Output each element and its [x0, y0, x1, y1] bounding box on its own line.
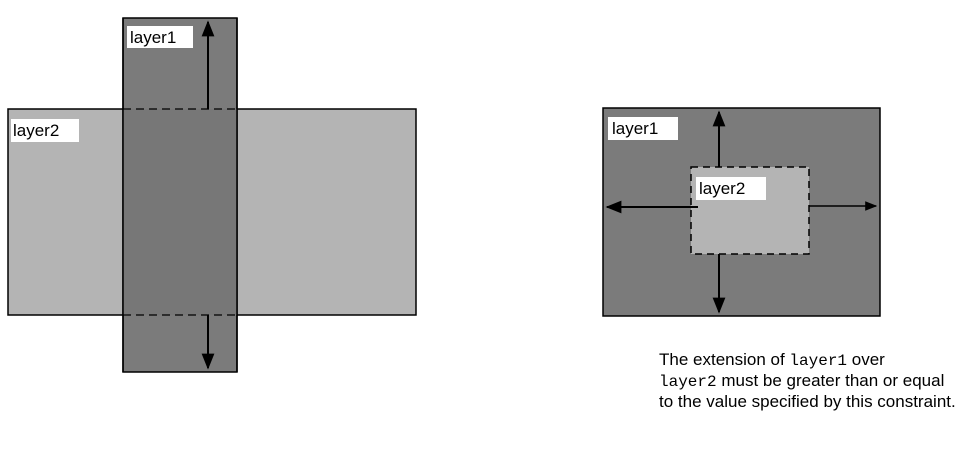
caption-text: over	[847, 350, 885, 369]
right-layer1-label: layer1	[612, 119, 658, 138]
left-diagram: layer1 layer2	[7, 17, 417, 373]
caption-text: The extension of	[659, 350, 790, 369]
right-layer2-label-bg	[696, 177, 766, 200]
caption-code-layer1: layer1	[789, 352, 848, 370]
right-layer1-label-bg	[608, 117, 678, 140]
right-layer2-label: layer2	[699, 179, 745, 198]
constraint-caption: The extension of layer1 over layer2 must…	[659, 350, 957, 412]
caption-text: must be greater than or equal to the val…	[659, 371, 956, 411]
left-overlap-region	[123, 109, 237, 315]
left-layer2-label: layer2	[13, 121, 59, 140]
right-diagram: layer1 layer2	[602, 107, 881, 317]
left-layer1-label: layer1	[130, 28, 176, 47]
left-layer1-label-bg	[127, 26, 193, 48]
caption-code-layer2: layer2	[659, 373, 717, 391]
left-layer2-label-bg	[11, 119, 79, 142]
